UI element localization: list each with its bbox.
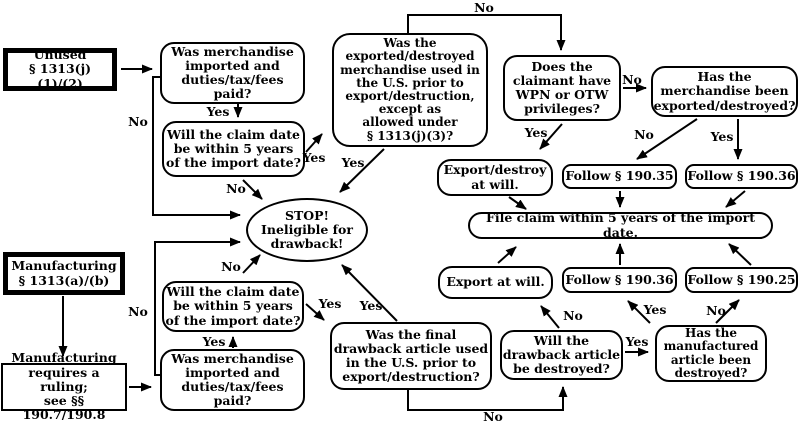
edge-label-drawback-no: No: [563, 307, 583, 323]
edge-label-merch-bot-yes: Yes: [202, 333, 226, 349]
node-claim-date-top: Will the claim date be within 5 years of…: [162, 121, 305, 177]
edge-drawback-dest-no: [540, 305, 560, 329]
edge-export-destroy-to-file: [508, 196, 527, 210]
edge-label-claimant-yes: Yes: [524, 124, 548, 140]
edge-exported-no: [407, 14, 566, 51]
edge-label-final-used-yes: Yes: [359, 297, 383, 313]
edge-label-merch-top-yes: Yes: [206, 103, 230, 119]
node-stop-ineligible: STOP! Ineligible for drawback!: [246, 198, 368, 262]
edge-f25-to-file: [728, 243, 752, 266]
edge-label-merch-exported-no: No: [634, 126, 654, 142]
edge-claim5-top-no: [242, 179, 263, 200]
node-merch-imported-bottom: Was merchandise imported and duties/tax/…: [160, 349, 305, 411]
node-unused-1313j: Unused § 1313(j)(1)/(2): [3, 48, 117, 91]
edge-claimant-yes: [539, 123, 563, 150]
edge-label-exported-no: No: [474, 0, 494, 15]
edge-label-claim5-top-yes: Yes: [302, 149, 326, 165]
node-merch-imported-top: Was merchandise imported and duties/tax/…: [160, 42, 305, 104]
node-drawback-article-destroyed: Will the drawback article be destroyed?: [500, 330, 623, 380]
edge-label-final-used-no: No: [483, 408, 503, 424]
edge-label-claim5-bot-no: No: [221, 258, 241, 274]
node-claimant-privileges: Does the claimant have WPN or OTW privil…: [503, 55, 621, 121]
node-exported-destroyed-used: Was the exported/destroyed merchandise u…: [332, 33, 488, 147]
node-final-drawback-article-used: Was the final drawback article used in t…: [330, 322, 492, 390]
node-manufactured-article-destroyed: Has the manufactured article been destro…: [655, 325, 767, 382]
edge-final-used-no: [407, 386, 568, 411]
node-merchandise-exported: Has the merchandise been exported/destro…: [651, 66, 798, 117]
node-follow-190-36-top: Follow § 190.36: [685, 164, 798, 189]
edge-manuf-dest-yes: [627, 300, 651, 324]
edge-export-will-to-file: [497, 246, 517, 264]
edge-label-merch-top-no: No: [128, 113, 148, 129]
edge-final-used-yes: [341, 264, 398, 322]
edge-exported-yes: [339, 148, 385, 193]
node-manufacturing-ruling: Manufacturing requires a ruling; see §§ …: [1, 351, 127, 422]
edge-label-manuf-dest-no: No: [706, 302, 726, 318]
edge-claim5-bot-no: [242, 254, 261, 274]
edge-manuf-dest-no: [715, 299, 740, 324]
edge-merch-exported-no: [636, 118, 698, 160]
edge-f36top-to-file: [725, 190, 746, 208]
edge-label-manuf-dest-yes: Yes: [643, 301, 667, 317]
edge-label-claimant-no: No: [622, 71, 642, 87]
edge-label-drawback-yes: Yes: [625, 333, 649, 349]
edge-label-claim5-bot-yes: Yes: [318, 295, 342, 311]
node-file-claim: File claim within 5 years of the import …: [468, 211, 773, 239]
node-follow-190-35: Follow § 190.35: [562, 164, 677, 189]
node-export-at-will: Export at will.: [438, 266, 553, 299]
edge-claim5-top-yes: [305, 133, 323, 153]
edge-merch-bot-no: [154, 237, 241, 376]
node-claim-date-bottom: Will the claim date be within 5 years of…: [162, 281, 304, 332]
edge-merch-top-no: [152, 76, 241, 220]
node-follow-190-36-bottom: Follow § 190.36: [562, 267, 677, 293]
edge-label-merch-exported-yes: Yes: [710, 128, 734, 144]
node-export-destroy-at-will: Export/destroy at will.: [437, 159, 553, 196]
edge-label-claim5-top-no: No: [226, 180, 246, 196]
edge-label-merch-bot-no: No: [128, 303, 148, 319]
node-manufacturing-1313ab: Manufacturing § 1313(a)/(b): [3, 252, 125, 295]
edge-claim5-bot-yes: [305, 303, 325, 321]
edge-label-exported-yes: Yes: [341, 154, 365, 170]
node-follow-190-25: Follow § 190.25: [685, 267, 798, 293]
